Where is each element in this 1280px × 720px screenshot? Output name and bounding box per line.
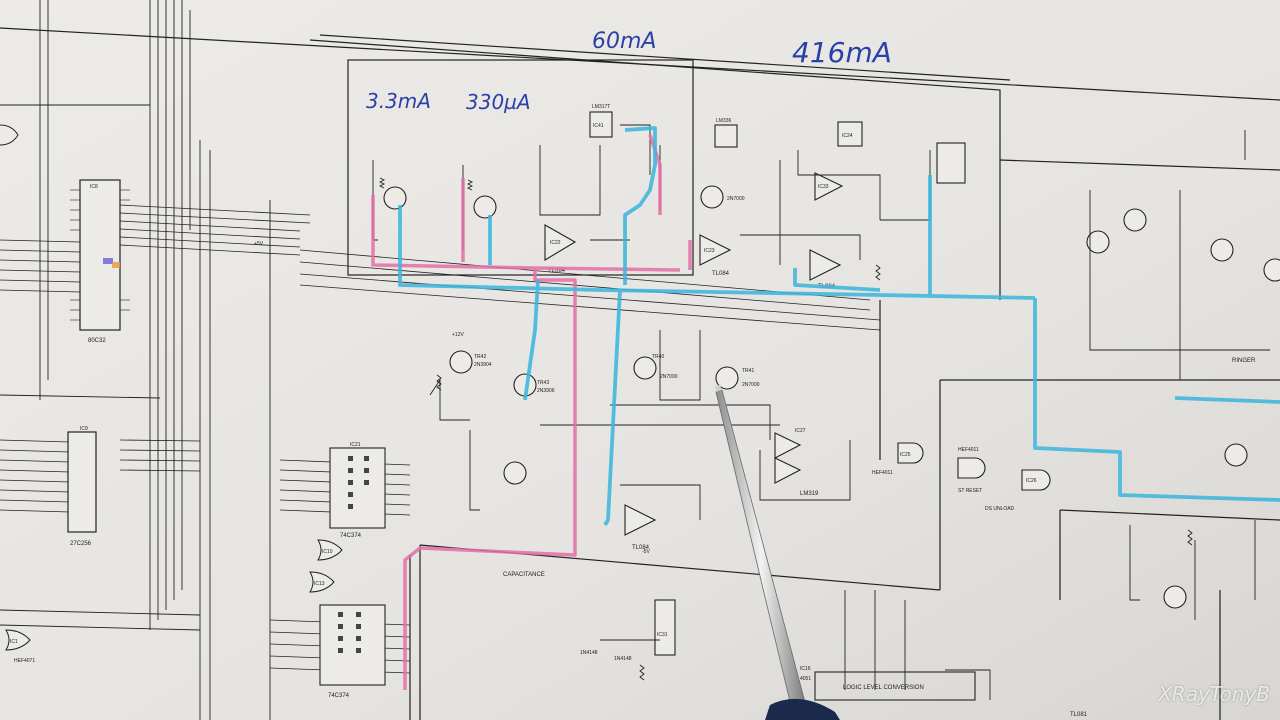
chip-74c374-upper: 74C374 IC21 <box>329 442 386 539</box>
tl084-a-label: TL084 <box>548 268 566 274</box>
tr41-label: TR41 <box>742 368 754 374</box>
st-reset-label: ST RESET <box>958 488 982 494</box>
annotation-3-3ma: 3.3mA <box>366 89 431 113</box>
chip-74c374-upper-label: 74C374 <box>340 533 362 539</box>
ic9-label: IC9 <box>80 426 88 432</box>
minus5v-label: -5V <box>642 549 650 555</box>
or-gates <box>0 124 343 651</box>
chip-74c374-lower: 74C374 <box>319 604 386 699</box>
chip-74c374-lower-label: 74C374 <box>328 693 350 699</box>
tr41-part-label: 2N7000 <box>742 382 760 388</box>
screwdriver-pointer-icon <box>715 385 840 720</box>
chip-80c32: 80C32 IC8 <box>70 179 130 344</box>
ds-unload-label: DS UNLOAD <box>985 506 1015 512</box>
lm336-label: LM336 <box>716 118 732 124</box>
plus5v-label: +5V <box>254 241 264 247</box>
watermark: XRayTonyB <box>1158 682 1270 706</box>
ic26-label: IC26 <box>1026 478 1037 484</box>
tr40-part-label: 2N7000 <box>660 374 678 380</box>
tr-2n3904-label: 2N3904 <box>474 362 492 368</box>
lm317-label: LM317T <box>592 104 610 110</box>
tr42-label: TR42 <box>474 354 486 360</box>
hef4011-a-label: HEF4011 <box>872 470 893 476</box>
lm319-label: LM319 <box>800 491 819 497</box>
ic21-label: IC21 <box>350 442 361 448</box>
tl084-d-label: TL084 <box>632 545 650 551</box>
ic10-label: IC10 <box>322 549 333 555</box>
tr40-label: TR40 <box>652 354 664 360</box>
tl081-label: TL081 <box>1070 712 1088 718</box>
small-component-lines <box>372 124 1270 700</box>
logic-level-label: LOGIC LEVEL CONVERSION <box>843 685 924 691</box>
chip-80c32-label: 80C32 <box>88 338 106 344</box>
ic23-label: IC23 <box>704 248 715 254</box>
tl084-b-label: TL084 <box>712 271 730 277</box>
capacitance-label: CAPACITANCE <box>503 572 545 578</box>
diode-1n4148-a-label: 1N4148 <box>580 650 598 656</box>
ic24-label: IC24 <box>842 133 853 139</box>
annotation-60ma: 60mA <box>592 29 656 54</box>
ic27-label: IC27 <box>795 428 806 434</box>
annotation-416ma: 416mA <box>792 36 892 69</box>
hef4071-label: HEF4071 <box>14 658 35 664</box>
tr-2n7000-label: 2N7000 <box>727 196 745 202</box>
cmos-4051-label: 4051 <box>800 676 811 682</box>
resistor-zigzags <box>378 177 1193 681</box>
ic8-label: IC8 <box>90 184 98 190</box>
ic1-label: IC1 <box>10 639 18 645</box>
cyan-traces <box>398 126 1280 526</box>
chip-27c256-label: 27C256 <box>70 541 92 547</box>
op-amps <box>544 172 844 536</box>
ic33-label: IC33 <box>818 184 829 190</box>
logic-level-box: LOGIC LEVEL CONVERSION IC16 4051 <box>800 666 976 701</box>
ic13-label: IC13 <box>314 581 325 587</box>
plus12v-label: +12V <box>452 332 464 338</box>
tr-2n3906-label: 2N3906 <box>537 388 555 394</box>
pink-traces <box>371 134 692 690</box>
ic16-label: IC16 <box>800 666 811 672</box>
transistors <box>383 185 1280 609</box>
annotation-330ua: 330µA <box>466 90 531 114</box>
nand-gates <box>897 442 1051 491</box>
ic25-label: IC25 <box>900 452 911 458</box>
diode-1n4148-b-label: 1N4148 <box>614 656 632 662</box>
regulator-boxes <box>589 111 966 656</box>
ringer-label: RINGER <box>1232 358 1256 364</box>
hef4011-b-label: HEF4011 <box>958 447 979 453</box>
tr43-label: TR43 <box>537 380 549 386</box>
ic31-label: IC31 <box>657 632 668 638</box>
frame-lines <box>0 27 1280 720</box>
left-bus-lines <box>0 0 271 720</box>
chip-27c256: 27C256 IC9 <box>67 426 97 547</box>
ic22-label: IC22 <box>550 240 561 246</box>
ic41-label: IC41 <box>593 123 604 129</box>
